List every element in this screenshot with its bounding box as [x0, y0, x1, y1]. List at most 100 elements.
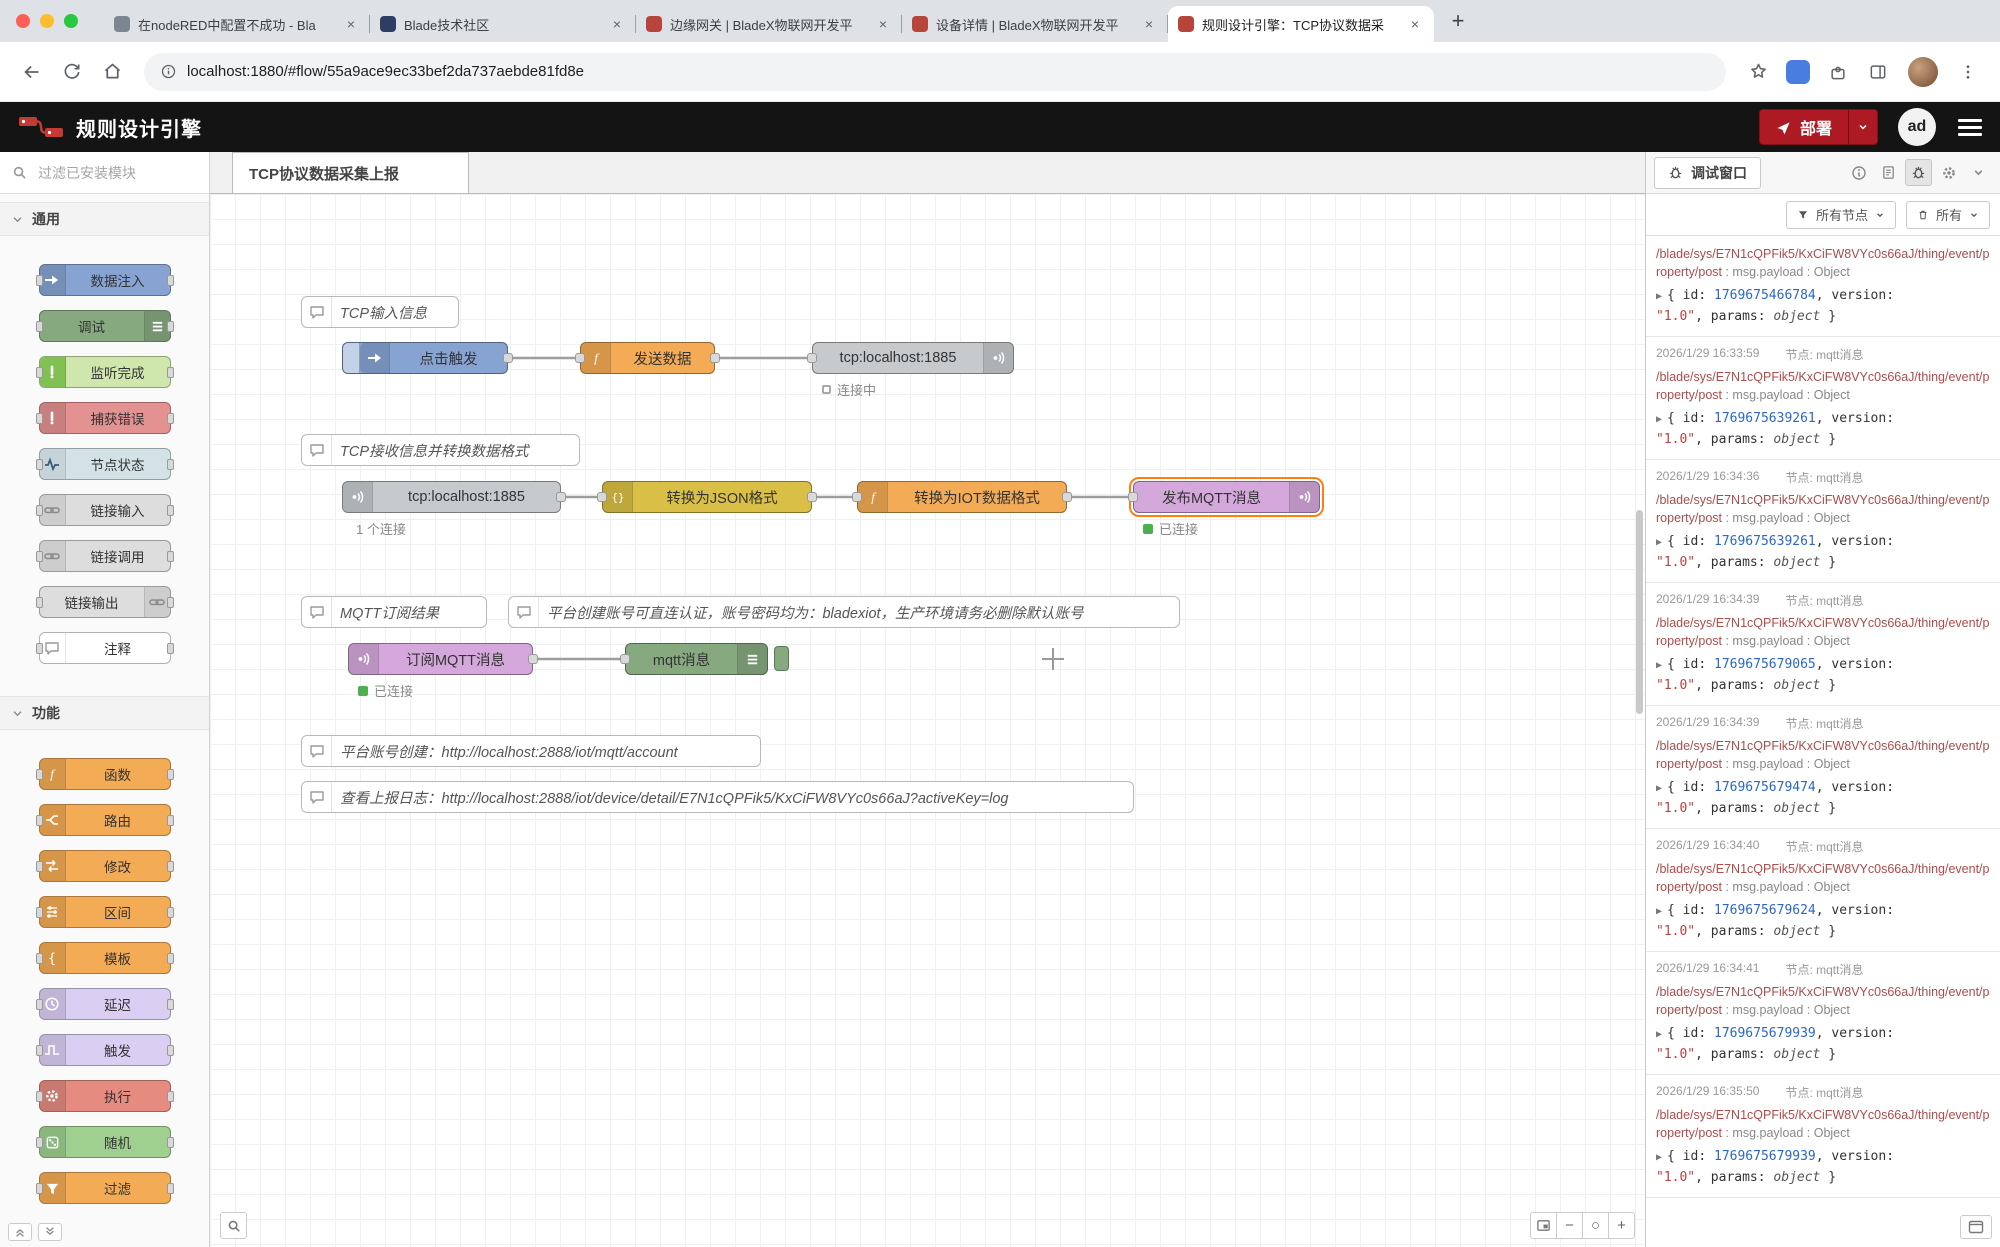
- window-close-button[interactable]: [16, 14, 30, 28]
- palette-node-调试[interactable]: 调试: [39, 310, 171, 342]
- expand-caret-icon[interactable]: ▶: [1656, 660, 1662, 671]
- main-menu-button[interactable]: [1958, 119, 1982, 136]
- browser-tab[interactable]: 在nodeRED中配置不成功 - Bla×: [104, 6, 370, 42]
- zoom-reset-button[interactable]: ○: [1582, 1212, 1609, 1239]
- pinned-extension-icon[interactable]: [1786, 60, 1810, 84]
- input-port[interactable]: [852, 492, 862, 502]
- palette-node-数据注入[interactable]: 数据注入: [39, 264, 171, 296]
- output-port[interactable]: [710, 353, 720, 363]
- palette-node-链接调用[interactable]: 链接调用: [39, 540, 171, 572]
- account-button[interactable]: ad: [1898, 108, 1936, 146]
- expand-caret-icon[interactable]: ▶: [1656, 783, 1662, 794]
- comment-node[interactable]: MQTT订阅结果: [301, 596, 487, 628]
- console-toggle-button[interactable]: [1960, 1215, 1992, 1239]
- site-info-icon[interactable]: [160, 63, 177, 80]
- reload-button[interactable]: [54, 54, 90, 90]
- docs-button[interactable]: [1875, 159, 1902, 186]
- flow-node[interactable]: 订阅MQTT消息: [348, 643, 533, 675]
- flow-canvas[interactable]: TCP输入信息点击触发f发送数据tcp:localhost:1885连接中TCP…: [210, 194, 1645, 1247]
- browser-tab[interactable]: 规则设计引擎：TCP协议数据采×: [1168, 6, 1434, 42]
- bookmark-star-icon[interactable]: [1740, 54, 1776, 90]
- filter-nodes-button[interactable]: 所有节点: [1786, 201, 1896, 229]
- palette-node-过滤[interactable]: 过滤: [39, 1172, 171, 1204]
- flow-node[interactable]: mqtt消息: [625, 643, 768, 675]
- palette-node-链接输入[interactable]: 链接输入: [39, 494, 171, 526]
- flow-tab[interactable]: TCP协议数据采集上报: [232, 152, 469, 193]
- home-button[interactable]: [94, 54, 130, 90]
- palette-node-区间[interactable]: 区间: [39, 896, 171, 928]
- info-button[interactable]: [1845, 159, 1872, 186]
- tab-close-button[interactable]: ×: [342, 15, 360, 33]
- comment-node[interactable]: 平台创建账号可直连认证，账号密码均为：bladexiot，生产环境请务必删除默认…: [508, 596, 1180, 628]
- zoom-out-button[interactable]: −: [1556, 1212, 1583, 1239]
- canvas-scrollbar[interactable]: [1636, 510, 1643, 714]
- palette-node-执行[interactable]: 执行: [39, 1080, 171, 1112]
- input-port[interactable]: [620, 654, 630, 664]
- deploy-options-caret[interactable]: [1849, 110, 1877, 144]
- input-port[interactable]: [1128, 492, 1138, 502]
- browser-menu-icon[interactable]: [1950, 54, 1986, 90]
- address-bar[interactable]: localhost:1880/#flow/55a9ace9ec33bef2da7…: [144, 53, 1726, 91]
- window-zoom-button[interactable]: [64, 14, 78, 28]
- comment-node[interactable]: 平台账号创建：http://localhost:2888/iot/mqtt/ac…: [301, 735, 761, 767]
- comment-node[interactable]: TCP输入信息: [301, 296, 459, 328]
- palette-node-修改[interactable]: 修改: [39, 850, 171, 882]
- output-port[interactable]: [528, 654, 538, 664]
- clear-messages-button[interactable]: 所有: [1906, 201, 1990, 229]
- tab-close-button[interactable]: ×: [874, 15, 892, 33]
- tab-close-button[interactable]: ×: [1140, 15, 1158, 33]
- sidebar-expand-icon[interactable]: [1965, 159, 1992, 186]
- palette-node-注释[interactable]: 注释: [39, 632, 171, 664]
- profile-avatar[interactable]: [1908, 57, 1938, 87]
- extensions-puzzle-icon[interactable]: [1820, 54, 1856, 90]
- tab-close-button[interactable]: ×: [1406, 15, 1424, 33]
- debug-toggle-button[interactable]: [774, 646, 789, 671]
- palette-node-随机[interactable]: 随机: [39, 1126, 171, 1158]
- palette-node-节点状态[interactable]: 节点状态: [39, 448, 171, 480]
- expand-caret-icon[interactable]: ▶: [1656, 291, 1662, 302]
- input-port[interactable]: [807, 353, 817, 363]
- zoom-in-button[interactable]: +: [1608, 1212, 1635, 1239]
- palette-node-路由[interactable]: 路由: [39, 804, 171, 836]
- browser-panel-icon[interactable]: [1860, 54, 1896, 90]
- expand-caret-icon[interactable]: ▶: [1656, 537, 1662, 548]
- expand-caret-icon[interactable]: ▶: [1656, 906, 1662, 917]
- comment-node[interactable]: TCP接收信息并转换数据格式: [301, 434, 580, 466]
- browser-tab[interactable]: Blade技术社区×: [370, 6, 636, 42]
- output-port[interactable]: [807, 492, 817, 502]
- expand-caret-icon[interactable]: ▶: [1656, 414, 1662, 425]
- input-port[interactable]: [575, 353, 585, 363]
- settings-button[interactable]: [1935, 159, 1962, 186]
- output-port[interactable]: [503, 353, 513, 363]
- palette-search-input[interactable]: [36, 164, 186, 182]
- flow-node[interactable]: f转换为IOT数据格式: [857, 481, 1067, 513]
- canvas-search-button[interactable]: [220, 1212, 247, 1239]
- flow-node[interactable]: 发布MQTT消息: [1133, 481, 1320, 513]
- flow-node[interactable]: tcp:localhost:1885: [812, 342, 1014, 374]
- new-tab-button[interactable]: +: [1442, 5, 1474, 37]
- palette-node-监听完成[interactable]: 监听完成: [39, 356, 171, 388]
- comment-node[interactable]: 查看上报日志：http://localhost:2888/iot/device/…: [301, 781, 1134, 813]
- palette-node-延迟[interactable]: 延迟: [39, 988, 171, 1020]
- output-port[interactable]: [1062, 492, 1072, 502]
- flow-node[interactable]: {}转换为JSON格式: [602, 481, 812, 513]
- palette-category-header[interactable]: 通用: [0, 202, 209, 236]
- collapse-categories-button[interactable]: [8, 1223, 32, 1241]
- browser-tab[interactable]: 设备详情 | BladeX物联网开发平×: [902, 6, 1168, 42]
- window-minimize-button[interactable]: [40, 14, 54, 28]
- expand-caret-icon[interactable]: ▶: [1656, 1152, 1662, 1163]
- output-port[interactable]: [556, 492, 566, 502]
- expand-caret-icon[interactable]: ▶: [1656, 1029, 1662, 1040]
- flow-node[interactable]: 点击触发: [342, 342, 508, 374]
- flow-node[interactable]: f发送数据: [580, 342, 715, 374]
- palette-node-函数[interactable]: f函数: [39, 758, 171, 790]
- back-button[interactable]: [14, 54, 50, 90]
- debug-button[interactable]: [1905, 159, 1932, 186]
- palette-node-链接输出[interactable]: 链接输出: [39, 586, 171, 618]
- debug-tab[interactable]: 调试窗口: [1654, 157, 1761, 189]
- palette-node-模板[interactable]: {模板: [39, 942, 171, 974]
- minimap-button[interactable]: [1530, 1212, 1557, 1239]
- flow-node[interactable]: tcp:localhost:1885: [342, 481, 561, 513]
- palette-node-捕获错误[interactable]: 捕获错误: [39, 402, 171, 434]
- tab-close-button[interactable]: ×: [608, 15, 626, 33]
